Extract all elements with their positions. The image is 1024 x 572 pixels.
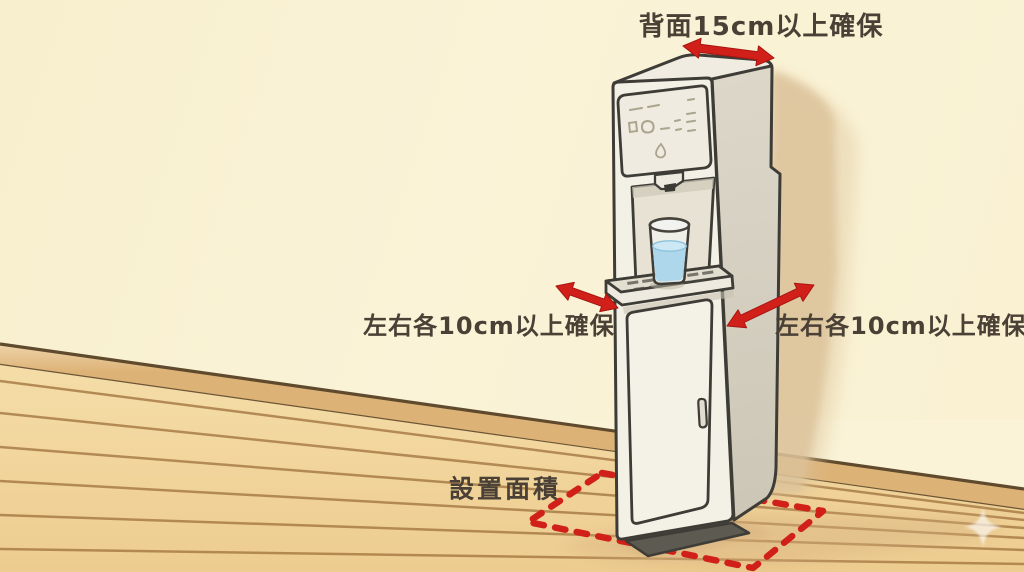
door-handle: [697, 397, 708, 429]
back-clearance-label: 背面15cm以上確保: [638, 12, 884, 42]
wall: [0, 0, 1024, 420]
water-surface: [652, 240, 688, 252]
water-droplet-icon: [655, 142, 667, 159]
panel-cup-icon: [640, 119, 655, 134]
left-clearance-label: 左右各10cm以上確保: [363, 312, 615, 340]
right-clearance-label: 左右各10cm以上確保: [775, 312, 1024, 340]
installation-area-outline: [524, 469, 827, 572]
sparkle-icon: [964, 508, 1002, 547]
panel-dash-icon: [647, 104, 660, 108]
installation-area-label: 設置面積: [448, 474, 562, 504]
wall-shadow: [767, 70, 859, 496]
base-plinth: [624, 521, 751, 558]
water-glass: [648, 217, 691, 290]
spout-outlet: [664, 183, 676, 192]
glass-water: [652, 244, 687, 282]
panel-mode-icon: [627, 120, 639, 134]
panel-tick-icon: [674, 119, 682, 131]
panel-dash-icon: [629, 107, 643, 111]
clearance-arrows: [555, 37, 815, 329]
control-panel-icons: [627, 98, 696, 159]
right-clearance-arrow: [726, 282, 815, 329]
panel-dash-icon: [660, 127, 670, 130]
water-dispenser: [604, 53, 782, 558]
left-clearance-arrow: [555, 281, 619, 313]
panel-status-icon: [686, 98, 696, 132]
back-clearance-arrow: [682, 37, 775, 67]
cabinet-door: [625, 298, 714, 525]
glass-rim: [648, 217, 691, 233]
